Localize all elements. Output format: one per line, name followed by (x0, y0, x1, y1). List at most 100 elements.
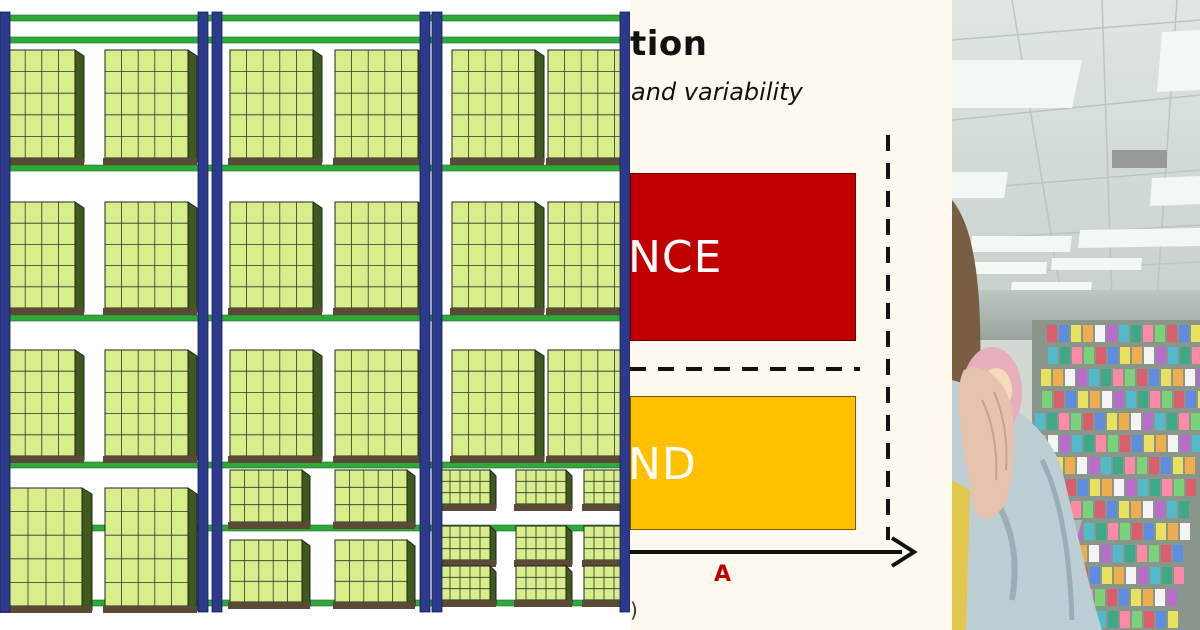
shelf-product (1144, 435, 1154, 452)
pallet-load-front (334, 49, 419, 159)
shelf-product (1108, 523, 1118, 540)
yellow-category-box: ND (630, 396, 856, 530)
shelf-product (1119, 413, 1129, 430)
shelf-product (1072, 435, 1082, 452)
wooden-pallet (228, 522, 310, 529)
vent (1112, 150, 1167, 168)
red-box-label: NCE (630, 232, 723, 283)
pallet-load-front (515, 525, 567, 561)
shelf-product (1096, 347, 1106, 364)
wooden-pallet (582, 504, 630, 511)
shelf-product (1102, 479, 1112, 496)
wooden-pallet (450, 456, 544, 463)
wooden-pallet (514, 600, 572, 607)
shelf-product (1083, 325, 1093, 342)
shelf-product (1143, 325, 1153, 342)
shelf-product (1042, 391, 1052, 408)
corner-glyph: ) (630, 598, 638, 622)
pallet-load-side (406, 469, 416, 527)
wooden-pallet (582, 560, 630, 567)
shelf-product (1156, 347, 1166, 364)
shelf-product (1071, 413, 1081, 430)
shelf-product (1077, 369, 1087, 386)
rack-upright (197, 11, 209, 613)
shelf-product (1102, 567, 1112, 584)
pallet-load-front (547, 349, 630, 457)
pallet-load-front (547, 201, 630, 309)
shelf-product (1138, 391, 1148, 408)
pallet-load-front (451, 49, 536, 159)
shelf-product (1065, 457, 1075, 474)
shelf-product (1126, 567, 1136, 584)
red-category-box: NCE (630, 173, 856, 341)
shelf-product (1150, 479, 1160, 496)
shelf-product (1096, 435, 1106, 452)
wooden-pallet (546, 456, 630, 463)
shelf-product (1066, 391, 1076, 408)
pallet-load-front (104, 349, 189, 457)
pallet-load-side (312, 49, 323, 163)
shelf-product (1084, 523, 1094, 540)
x-axis-label: A (714, 562, 732, 587)
shelf-product (1191, 413, 1200, 430)
shelf-product (1173, 369, 1183, 386)
shelf-product (1161, 545, 1171, 562)
pallet-load-side (534, 201, 545, 313)
shelf-product (1071, 325, 1081, 342)
shelf-product (1114, 567, 1124, 584)
wooden-pallet (333, 158, 427, 165)
shelf-product (1108, 435, 1118, 452)
pallet-load-side (74, 349, 85, 461)
supermarket-photo (952, 0, 1200, 630)
shelf-product (1083, 413, 1093, 430)
pallet-load-side (406, 539, 416, 607)
pallet-load-side (489, 468, 497, 509)
shelf-product (1180, 347, 1190, 364)
wooden-pallet (546, 158, 630, 165)
wooden-pallet (228, 158, 322, 165)
pallet-load-front (451, 349, 536, 457)
shelf-product (1186, 391, 1196, 408)
shelf-product (1125, 369, 1135, 386)
rack-upright (419, 11, 431, 613)
shelf-product (1174, 567, 1184, 584)
slide-fragment: tion and variability NCE ND A ) (630, 0, 952, 630)
shelf-product (1060, 347, 1070, 364)
shelf-product (1149, 457, 1159, 474)
wooden-pallet (582, 600, 630, 607)
shelf-product (1120, 435, 1130, 452)
shelf-product (1156, 611, 1166, 628)
shelf-product (1084, 347, 1094, 364)
shelf-product (1041, 369, 1051, 386)
shelf-product (1054, 391, 1064, 408)
shelf-product (1179, 501, 1189, 518)
rack-drawing (0, 11, 630, 613)
wooden-pallet (438, 600, 496, 607)
shelf-product (1114, 391, 1124, 408)
shelf-product (1155, 589, 1165, 606)
pallet-load-side (301, 539, 311, 607)
shelf-product (1131, 325, 1141, 342)
pallet-load-front (515, 469, 567, 505)
shelf-product (1035, 413, 1045, 430)
shelf-product (1090, 391, 1100, 408)
wooden-pallet (103, 158, 197, 165)
shelf-product (1126, 391, 1136, 408)
shelf-product (1168, 523, 1178, 540)
shelf-product (1185, 369, 1195, 386)
wooden-pallet (228, 308, 322, 315)
shelf-product (1197, 369, 1200, 386)
shelf-product (1120, 611, 1130, 628)
wooden-pallet (514, 504, 572, 511)
pallet-load-front (229, 469, 303, 523)
pallet-load-front (451, 201, 536, 309)
pallet-load-front (0, 349, 76, 457)
shelf-product (1113, 457, 1123, 474)
warehouse-rack-illustration (0, 11, 630, 613)
shelf-product (1071, 501, 1081, 518)
yellow-box-label: ND (630, 439, 697, 490)
shelf-product (1174, 391, 1184, 408)
pallet-load-side (565, 564, 573, 605)
shelf-product (1180, 435, 1190, 452)
shelf-product (1095, 589, 1105, 606)
